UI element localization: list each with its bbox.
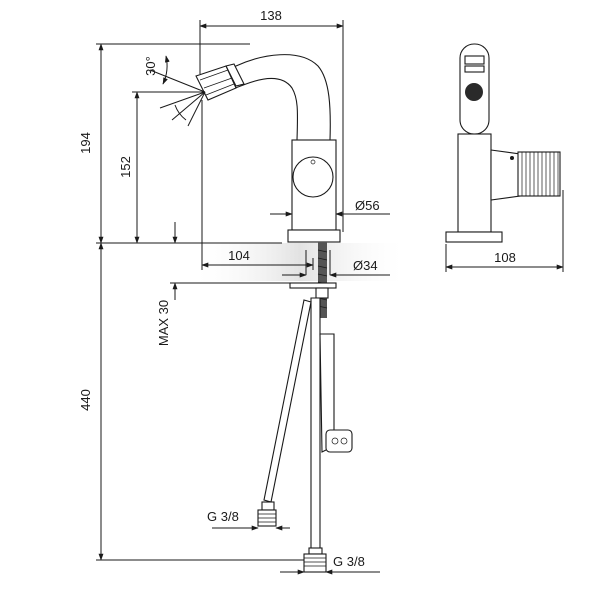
label-440: 440 xyxy=(78,389,93,411)
label-194: 194 xyxy=(78,132,93,154)
dimension-labels: 138 30° 194 152 Ø56 104 Ø34 MAX 30 440 1… xyxy=(78,8,516,569)
faucet-side-view xyxy=(445,43,561,243)
label-thread-left: G 3/8 xyxy=(207,509,239,524)
label-angle-30: 30° xyxy=(143,56,158,76)
faucet-front-view xyxy=(195,54,353,573)
spray-angle-lines xyxy=(140,55,206,127)
label-thread-right: G 3/8 xyxy=(333,554,365,569)
dimension-lines xyxy=(96,20,564,575)
label-diameter-34: Ø34 xyxy=(353,258,378,273)
label-138: 138 xyxy=(260,8,282,23)
label-diameter-56: Ø56 xyxy=(355,198,380,213)
label-108: 108 xyxy=(494,250,516,265)
label-152: 152 xyxy=(118,156,133,178)
label-104: 104 xyxy=(228,248,250,263)
label-max-30: MAX 30 xyxy=(156,300,171,346)
